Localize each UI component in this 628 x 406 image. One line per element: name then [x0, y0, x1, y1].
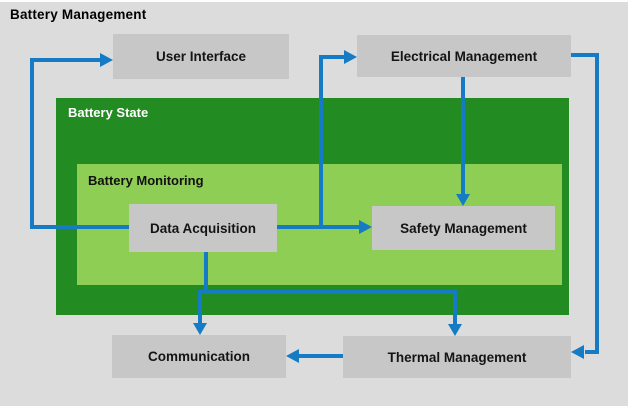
- node-label: Data Acquisition: [149, 220, 256, 236]
- node-data-acquisition: Data Acquisition: [129, 204, 277, 252]
- node-label: Safety Management: [400, 220, 527, 236]
- node-label: Communication: [147, 349, 250, 364]
- battery-state-label: Battery State: [68, 105, 149, 120]
- node-safety-management: Safety Management: [372, 206, 555, 250]
- node-communication: Communication: [112, 335, 286, 378]
- node-label: User Interface: [155, 49, 247, 64]
- battery-monitoring-label: Battery Monitoring: [88, 173, 204, 188]
- arrow-thermal-management-to-communication: [286, 349, 343, 363]
- node-label: Electrical Management: [390, 48, 538, 64]
- node-label: Thermal Management: [387, 349, 527, 365]
- diagram-title: Battery Management: [10, 7, 147, 22]
- node-user-interface: User Interface: [113, 34, 289, 79]
- window-top-border: [0, 0, 628, 2]
- node-electrical-management: Electrical Management: [357, 35, 571, 77]
- arrow-electrical-management-to-thermal-management: [571, 53, 599, 359]
- node-thermal-management: Thermal Management: [343, 336, 571, 378]
